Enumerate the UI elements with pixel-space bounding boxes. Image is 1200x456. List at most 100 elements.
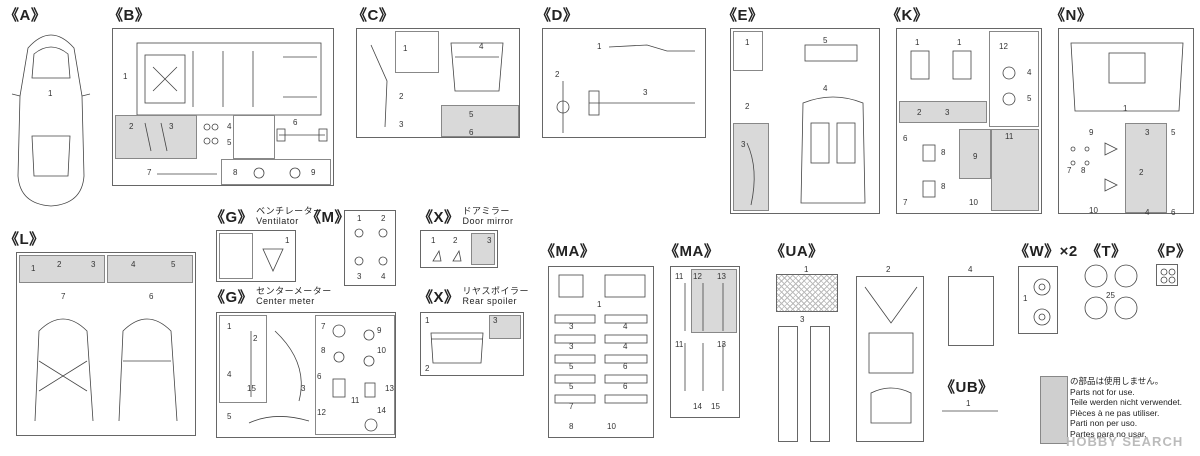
window-outline (864, 286, 918, 424)
part-number: 1 (804, 265, 809, 274)
part-number: 1 (357, 214, 362, 223)
unused-parts-area (991, 129, 1039, 211)
part-number: 5 (469, 110, 474, 119)
part-number: 4 (1027, 68, 1032, 77)
sprue-G-center-meter: 1 2 3 4 15 5 7 8 9 10 6 11 13 12 14 (216, 312, 396, 438)
part-number: 1 (915, 38, 920, 47)
part-number: 1 (227, 322, 232, 331)
part-number: 3 (399, 120, 404, 129)
part-number: 2 (253, 334, 258, 343)
legend-line: Partes para no usar. (1070, 428, 1147, 439)
part-number: 1 (285, 236, 290, 245)
unused-parts-area (899, 101, 987, 123)
pedal-part (922, 144, 936, 198)
part-number: 3 (643, 88, 648, 97)
unused-parts-area (19, 255, 105, 283)
unused-parts-area (489, 315, 521, 339)
seat-pair-part (910, 50, 972, 80)
part-number: 1 (966, 399, 971, 408)
chassis-floor-part (136, 42, 322, 116)
part-number: 2 (129, 122, 134, 131)
driveshaft-part (556, 81, 695, 133)
part-number: 2 (886, 265, 891, 274)
part-number: 1 (31, 264, 36, 273)
unused-parts-area (115, 115, 197, 159)
part-number: 3 (91, 260, 96, 269)
legend-line: の部品は使用しません。 (1070, 376, 1164, 386)
spring-part (253, 167, 301, 179)
part-number: 1 (1123, 104, 1128, 113)
mesh-sheet-part (776, 274, 838, 312)
part-number: 3 (357, 272, 362, 281)
label-A: 《A》 (4, 7, 47, 24)
part-number: 9 (311, 168, 316, 177)
part-number: 3 (569, 322, 574, 331)
unused-parts-area (471, 233, 495, 265)
part-number: 10 (969, 198, 978, 207)
unused-parts-area (691, 269, 737, 333)
small-bracket-part (203, 123, 219, 145)
strip-part (778, 326, 798, 442)
sprue-X-rear-spoiler: 1 3 2 (420, 312, 524, 376)
part-number: 1 (957, 38, 962, 47)
part-number: 25 (1106, 291, 1115, 300)
part-number: 1 (431, 236, 436, 245)
part-number: 13 (385, 384, 394, 393)
window-part (1070, 42, 1184, 112)
part-number: 1 (1023, 294, 1028, 303)
part-number: 1 (597, 42, 602, 51)
part-number: 1 (48, 89, 53, 98)
part-number: 5 (569, 362, 574, 371)
part-number: 1 (123, 72, 128, 81)
part-number: 7 (1067, 166, 1072, 175)
part-number: 5 (227, 138, 232, 147)
sprue-MA-1: 1 3 4 3 4 5 6 5 6 7 8 10 (548, 266, 654, 438)
spoiler-part (430, 332, 484, 364)
part-number: 11 (1005, 132, 1014, 141)
part-number: 2 (1139, 168, 1144, 177)
part-number: 4 (227, 370, 232, 379)
part-number: 6 (1171, 208, 1176, 217)
label-T: 《T》 (1086, 243, 1127, 260)
sprue-MA-2: 11 12 13 11 13 14 15 (670, 266, 740, 418)
part-number: 4 (623, 342, 628, 351)
sprue-X-door-mirror: 1 2 3 (420, 230, 498, 268)
poly-cap-parts (1160, 268, 1176, 284)
part-number: 1 (425, 316, 430, 325)
part-number: 2 (555, 70, 560, 79)
part-number: 9 (377, 326, 382, 335)
label-B: 《B》 (108, 7, 151, 24)
gauge-parts (332, 324, 378, 432)
part-number: 2 (917, 108, 922, 117)
unused-parts-legend: の部品は使用しません。 Parts not for use. Teile wer… (1070, 376, 1196, 439)
parts-cell (315, 315, 395, 435)
part-number: 3 (1145, 128, 1150, 137)
window-film-part (856, 276, 924, 442)
lens-parts (1070, 142, 1118, 192)
part-number: 4 (823, 84, 828, 93)
wheel-parts (1033, 278, 1051, 326)
part-number: 4 (227, 122, 232, 131)
part-number: 8 (321, 346, 326, 355)
part-number: 4 (131, 260, 136, 269)
label-E: 《E》 (722, 7, 764, 24)
part-number: 15 (711, 402, 720, 411)
part-number: 7 (569, 402, 574, 411)
part-number: 10 (377, 346, 386, 355)
part-number: 8 (569, 422, 574, 431)
part-number: 1 (745, 38, 750, 47)
roll-bar-part (370, 44, 388, 128)
part-number: 8 (941, 148, 946, 157)
part-number: 12 (317, 408, 326, 417)
part-number: 2 (453, 236, 458, 245)
part-number: 14 (377, 406, 386, 415)
unused-parts-area (733, 123, 769, 211)
part-number: 6 (903, 134, 908, 143)
part-number: 2 (745, 102, 750, 111)
part-number: 1 (597, 300, 602, 309)
sprue-G-ventilator: 1 (216, 230, 296, 282)
part-number: 5 (569, 382, 574, 391)
